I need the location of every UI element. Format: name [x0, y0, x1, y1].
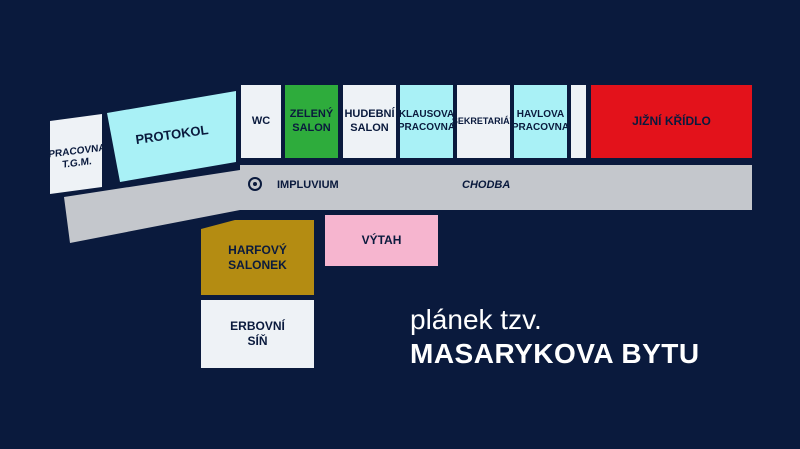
room-hudebni-salon: HUDEBNÍ SALON [343, 85, 396, 158]
room-small-white [571, 85, 586, 158]
room-pracovna-tgm: PRACOVNA T.G.M. [48, 141, 106, 171]
pracovna-tgm-shape [50, 114, 102, 194]
title-line-2: MASARYKOVA BYTU [410, 338, 700, 369]
room-harfovy-salonek: HARFOVÝ SALONEK [201, 220, 314, 295]
corridor-shape [64, 165, 752, 243]
room-havlova-pracovna: HAVLOVA PRACOVNA [512, 85, 569, 158]
protokol-shape [107, 91, 236, 182]
room-zeleny-salon: ZELENÝ SALON [285, 85, 338, 158]
room-klausova-pracovna: KLAUSOVA PRACOVNA [398, 85, 455, 158]
impluvium-icon [248, 177, 262, 191]
chodba-label: CHODBA [462, 179, 511, 191]
room-vytah: VÝTAH [325, 215, 438, 266]
room-wc: WC [241, 85, 281, 158]
room-jizni-kridlo: JIŽNÍ KŘÍDLO [591, 85, 752, 158]
title-line-1: plánek tzv. [410, 304, 542, 335]
room-sekretariat: SEKRETARIÁT [452, 85, 515, 158]
room-erbovni-sin: ERBOVNÍ SÍŇ [201, 300, 314, 368]
impluvium-label: IMPLUVIUM [277, 179, 339, 191]
